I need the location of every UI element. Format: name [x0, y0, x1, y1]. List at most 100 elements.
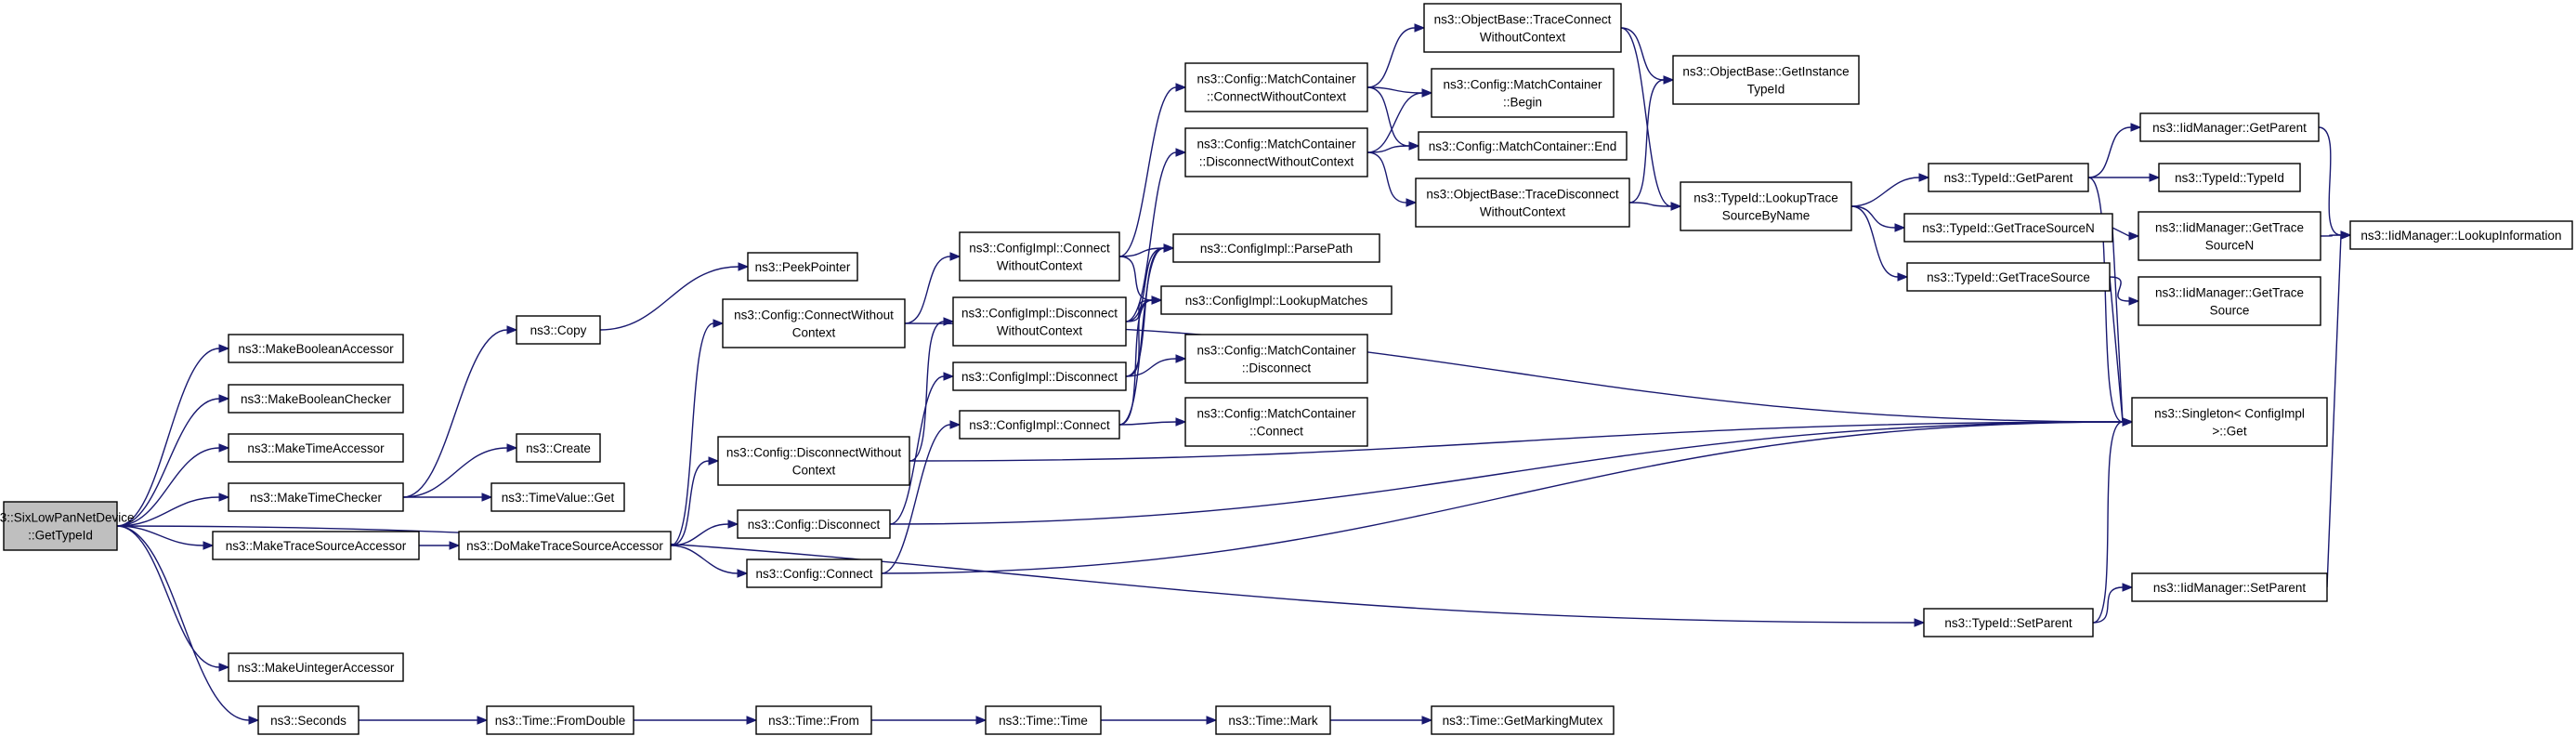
node-label: ns3::ObjectBase::GetInstance — [1682, 65, 1849, 79]
node-box — [490, 482, 625, 512]
node-box — [746, 559, 883, 588]
node-tidGetTrace[interactable]: ns3::TypeId::GetTraceSource — [1906, 262, 2111, 292]
node-mcConnect[interactable]: ns3::Config::MatchContainer::Connect — [1184, 397, 1368, 447]
node-lookupMatches[interactable]: ns3::ConfigImpl::LookupMatches — [1160, 285, 1393, 315]
node-iidGetTrace[interactable]: ns3::IidManager::GetTraceSource — [2138, 276, 2321, 326]
node-label: WithoutContext — [997, 324, 1083, 338]
node-label: ns3::TypeId::GetParent — [1944, 171, 2073, 185]
node-implConnect[interactable]: ns3::ConfigImpl::Connect — [959, 410, 1120, 440]
node-makeBoolChk[interactable]: ns3::MakeBooleanChecker — [228, 384, 404, 414]
node-mcBegin[interactable]: ns3::Config::MatchContainer::Begin — [1431, 68, 1615, 118]
node-box — [516, 433, 601, 463]
edge-tidSetParent-singletonGet — [2092, 417, 2134, 624]
node-box — [228, 384, 404, 414]
node-tidGetParent[interactable]: ns3::TypeId::GetParent — [1928, 163, 2089, 192]
edge-iidSetParent-iidLookupInfo — [2326, 230, 2352, 588]
edge-copy-peekPointer — [599, 262, 750, 331]
node-tidSetParent[interactable]: ns3::TypeId::SetParent — [1923, 608, 2094, 637]
node-implDisconnect[interactable]: ns3::ConfigImpl::Disconnect — [952, 361, 1127, 391]
node-label: ns3::MakeUintegerAccessor — [238, 661, 395, 675]
node-peekPointer[interactable]: ns3::PeekPointer — [747, 252, 858, 282]
node-iidLookupInfo[interactable]: ns3::IidManager::LookupInformation — [2349, 220, 2573, 250]
node-root[interactable]: ns3::SixLowPanNetDevice::GetTypeId — [0, 501, 135, 551]
node-cfgDisconnectWC[interactable]: ns3::Config::DisconnectWithoutContext — [717, 436, 910, 486]
node-box — [1431, 705, 1615, 735]
node-tidTypeId[interactable]: ns3::TypeId::TypeId — [2158, 163, 2301, 192]
edge-makeTimeChk-copy — [402, 325, 518, 498]
node-cfgConnect[interactable]: ns3::Config::Connect — [746, 559, 883, 588]
edge-root-makeTraceAcc — [116, 525, 215, 550]
node-label: WithoutContext — [1480, 205, 1566, 219]
node-parsePath[interactable]: ns3::ConfigImpl::ParsePath — [1172, 233, 1380, 263]
node-label: ns3::TypeId::TypeId — [2175, 171, 2284, 185]
node-copy[interactable]: ns3::Copy — [516, 315, 601, 345]
node-tidGetTraceN[interactable]: ns3::TypeId::GetTraceSourceN — [1903, 213, 2113, 243]
node-mcDisconnect[interactable]: ns3::Config::MatchContainer::Disconnect — [1184, 334, 1368, 384]
node-makeBoolAcc[interactable]: ns3::MakeBooleanAccessor — [228, 334, 404, 363]
node-label: ns3::IidManager::GetTrace — [2155, 221, 2304, 235]
node-iidGetTraceN[interactable]: ns3::IidManager::GetTraceSourceN — [2138, 211, 2321, 261]
edge-cfgDisconnect-implDisconnect — [889, 372, 955, 525]
node-makeTimeAcc[interactable]: ns3::MakeTimeAccessor — [228, 433, 404, 463]
node-label: SourceN — [2205, 239, 2255, 253]
node-timeFromDouble[interactable]: ns3::Time::FromDouble — [486, 705, 634, 735]
node-implDisconnectWC[interactable]: ns3::ConfigImpl::DisconnectWithoutContex… — [952, 296, 1127, 347]
node-timeFrom[interactable]: ns3::Time::From — [755, 705, 872, 735]
node-label: ns3::IidManager::GetTrace — [2155, 286, 2304, 300]
edge-root-makeBoolChk — [116, 394, 230, 527]
node-makeTraceAcc[interactable]: ns3::MakeTraceSourceAccessor — [212, 531, 420, 560]
node-mcDisconnectWC[interactable]: ns3::Config::MatchContainer::DisconnectW… — [1184, 127, 1368, 177]
edge-root-makeUintAcc — [116, 525, 230, 672]
node-label: ns3::Config::MatchContainer — [1196, 138, 1356, 151]
node-timeValueGet[interactable]: ns3::TimeValue::Get — [490, 482, 625, 512]
edge-obTraceConnectWC-obGetInstanceTypeId — [1620, 27, 1675, 85]
edge-lookupTraceSrc-tidGetTrace — [1850, 205, 1909, 282]
edge-implConnectWC-mcConnectWC — [1118, 83, 1187, 257]
node-box — [257, 705, 360, 735]
node-doMakeTrace[interactable]: ns3::DoMakeTraceSourceAccessor — [458, 531, 672, 560]
node-obTraceConnectWC[interactable]: ns3::ObjectBase::TraceConnectWithoutCont… — [1423, 3, 1622, 53]
node-iidGetParent[interactable]: ns3::IidManager::GetParent — [2139, 112, 2320, 142]
node-create[interactable]: ns3::Create — [516, 433, 601, 463]
node-timeGetMM[interactable]: ns3::Time::GetMarkingMutex — [1431, 705, 1615, 735]
node-mcConnectWC[interactable]: ns3::Config::MatchContainer::ConnectWith… — [1184, 62, 1368, 112]
node-implConnectWC[interactable]: ns3::ConfigImpl::ConnectWithoutContext — [959, 231, 1120, 282]
node-box — [228, 652, 404, 682]
edge-mcConnectWC-obTraceConnectWC — [1366, 23, 1426, 88]
node-box — [1903, 213, 2113, 243]
node-box — [228, 334, 404, 363]
node-label: Source — [2210, 304, 2250, 318]
node-box — [1160, 285, 1393, 315]
node-box — [228, 482, 404, 512]
node-singletonGet[interactable]: ns3::Singleton< ConfigImpl >::Get — [2131, 397, 2328, 447]
edge-cfgDisconnectWC-implDisconnectWC — [909, 317, 955, 462]
node-box — [717, 436, 910, 486]
node-obTraceDisconnectWC[interactable]: ns3::ObjectBase::TraceDisconnectWithoutC… — [1415, 177, 1630, 228]
node-cfgConnectWC[interactable]: ns3::Config::ConnectWithoutContext — [722, 298, 906, 348]
node-timeTime[interactable]: ns3::Time::Time — [985, 705, 1102, 735]
node-box — [1184, 334, 1368, 384]
node-seconds[interactable]: ns3::Seconds — [257, 705, 360, 735]
node-box — [1418, 131, 1628, 161]
node-label: ns3::ConfigImpl::Connect — [969, 418, 1110, 432]
edge-tidGetParent-iidGetParent — [2087, 123, 2142, 178]
node-cfgDisconnect[interactable]: ns3::Config::Disconnect — [737, 509, 891, 539]
node-box — [2138, 276, 2321, 326]
edge-doMakeTrace-cfgDisconnectWC — [670, 456, 720, 546]
node-label: ::GetTypeId — [28, 529, 93, 543]
node-box — [755, 705, 872, 735]
node-makeTimeChk[interactable]: ns3::MakeTimeChecker — [228, 482, 404, 512]
node-mcEnd[interactable]: ns3::Config::MatchContainer::End — [1418, 131, 1628, 161]
node-label: ns3::ConfigImpl::Connect — [969, 242, 1110, 256]
edge-doMakeTrace-cfgConnect — [670, 545, 749, 578]
node-box — [1672, 55, 1860, 105]
node-label: ns3::Config::MatchContainer::End — [1429, 139, 1617, 153]
node-timeMark[interactable]: ns3::Time::Mark — [1215, 705, 1331, 735]
node-iidSetParent[interactable]: ns3::IidManager::SetParent — [2131, 572, 2328, 602]
node-label: ns3::IidManager::GetParent — [2152, 121, 2307, 135]
node-label: ns3::PeekPointer — [755, 260, 851, 274]
node-makeUintAcc[interactable]: ns3::MakeUintegerAccessor — [228, 652, 404, 682]
node-box — [1928, 163, 2089, 192]
